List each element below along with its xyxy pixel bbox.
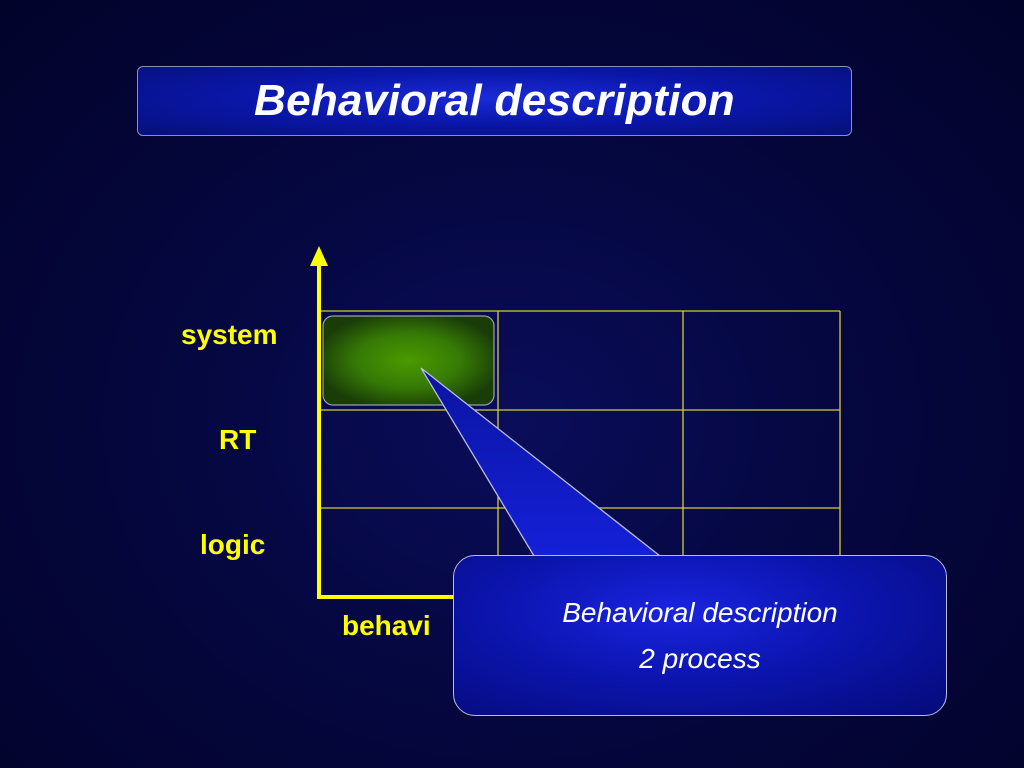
- column-label-behavioral: behavi: [342, 610, 431, 641]
- highlighted-cell-system: [322, 315, 495, 406]
- callout-line-1: Behavioral description: [562, 596, 838, 628]
- axes: [317, 262, 460, 599]
- slide-title-box: Behavioral description: [137, 66, 852, 136]
- slide-title: Behavioral description: [254, 76, 735, 125]
- row-label-logic: logic: [200, 529, 266, 560]
- row-label-system: system: [181, 319, 278, 350]
- callout-line-2: 2 process: [639, 642, 761, 674]
- y-axis-arrowhead: [310, 246, 328, 266]
- callout-pointer: [420, 367, 662, 557]
- row-label-rt: RT: [219, 424, 257, 455]
- callout-box: Behavioral description 2 process: [453, 555, 947, 716]
